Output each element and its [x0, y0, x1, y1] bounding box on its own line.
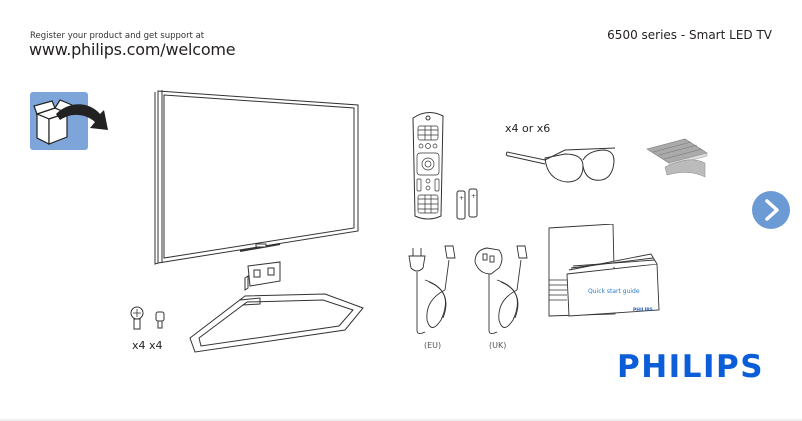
remote-control-icon	[408, 108, 448, 223]
3d-glasses-icon	[505, 140, 617, 185]
uk-power-cord-icon	[473, 240, 533, 340]
battery-icon: + +	[455, 187, 481, 221]
glasses-qty-label: x4 or x6	[505, 122, 551, 135]
quick-start-guide-title: Quick start guide	[588, 288, 640, 295]
stand-base-icon	[185, 290, 370, 360]
uk-cord-label: (UK)	[489, 341, 507, 350]
svg-text:+: +	[471, 193, 476, 200]
quick-start-guide-brand: PHILIPS	[633, 308, 653, 313]
series-title: 6500 series - Smart LED TV	[607, 28, 772, 42]
philips-logo: PHILIPS	[617, 349, 765, 385]
screw-icon	[128, 304, 168, 334]
cleaning-cloth-icon	[645, 135, 710, 180]
tv-icon	[150, 86, 365, 296]
svg-text:+: +	[459, 195, 464, 202]
quick-start-guide-icon	[547, 223, 662, 319]
screw-qty-label: x4 x4	[132, 339, 163, 352]
unbox-icon	[30, 92, 108, 150]
register-text: Register your product and get support at	[30, 31, 205, 41]
stand-bracket-icon	[244, 261, 281, 291]
eu-cord-label: (EU)	[424, 341, 442, 350]
next-page-button[interactable]	[752, 191, 790, 229]
eu-power-cord-icon	[405, 240, 460, 340]
chevron-right-icon	[765, 199, 779, 221]
bottom-divider	[0, 419, 802, 421]
support-url[interactable]: www.philips.com/welcome	[29, 40, 236, 59]
